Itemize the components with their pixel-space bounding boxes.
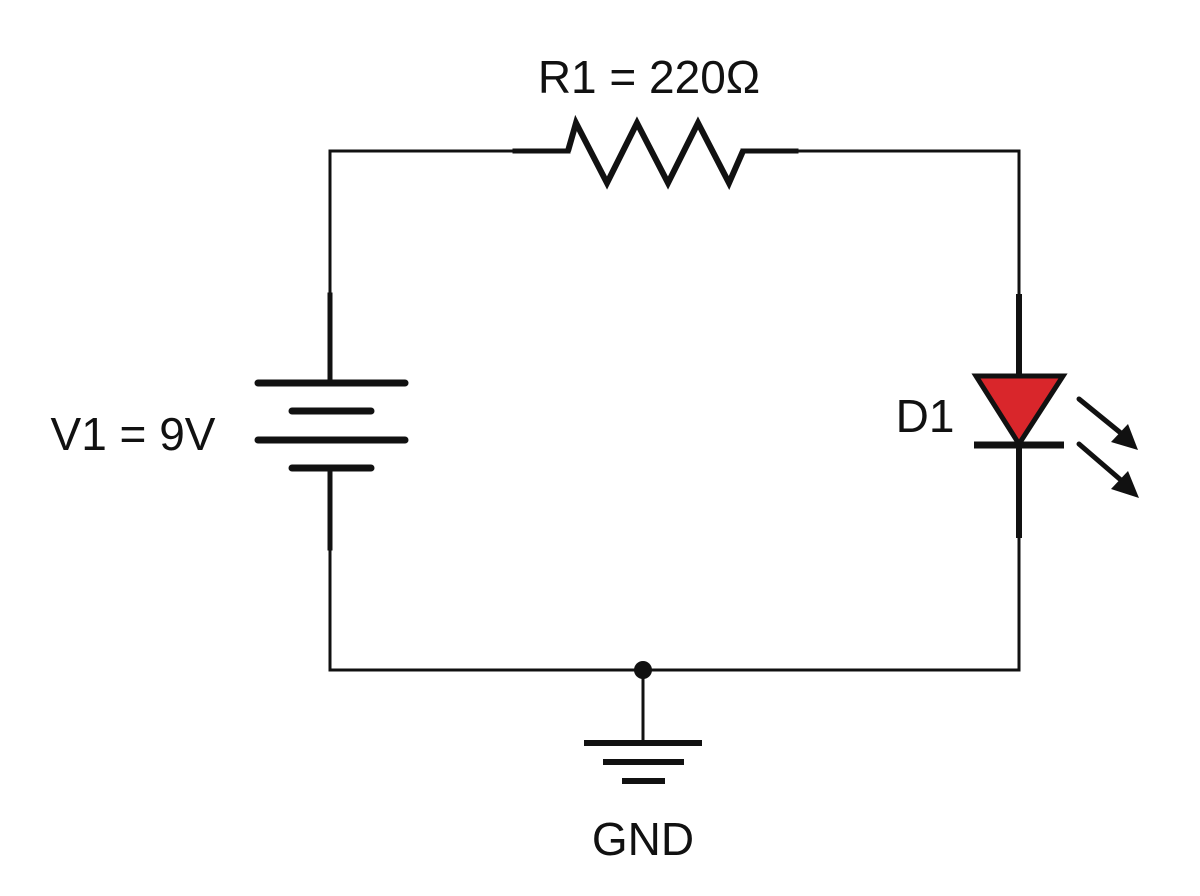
battery-v1: V1 = 9V	[51, 292, 409, 551]
led-label: D1	[896, 390, 955, 442]
led-triangle	[971, 373, 1068, 449]
circuit-wires	[328, 149, 1021, 743]
junction-dot	[634, 661, 652, 679]
wire-bottom	[328, 533, 1021, 672]
resistor-zigzag	[565, 114, 746, 190]
resistor-r1: R1 = 220Ω	[512, 51, 799, 190]
battery-label: V1 = 9V	[51, 408, 216, 460]
ground-symbol: GND	[584, 661, 702, 865]
ground-label: GND	[592, 813, 694, 865]
light-emission-arrows-icon	[1076, 396, 1139, 498]
led-d1: D1	[896, 294, 1139, 538]
wire-top-right	[794, 149, 1021, 299]
resistor-label: R1 = 220Ω	[538, 51, 760, 103]
wire-top-left	[328, 149, 517, 297]
